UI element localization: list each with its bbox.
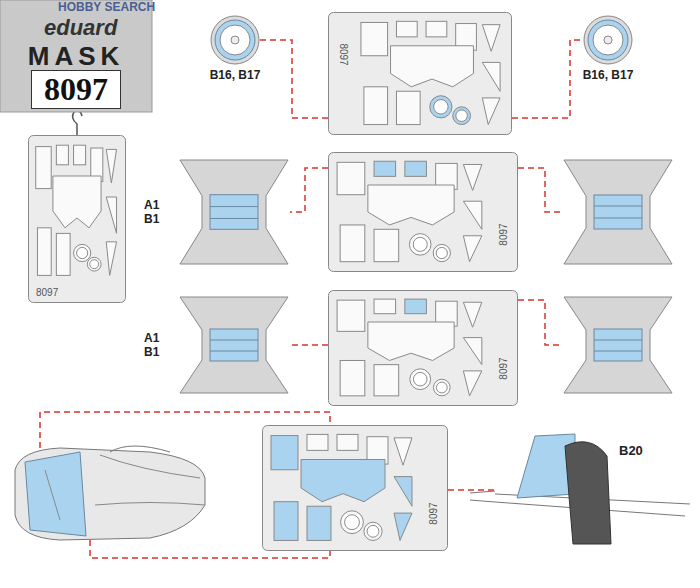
wheel-node: B16, B17 (583, 15, 633, 65)
sheet-node: 8097 (28, 135, 126, 303)
mask-shapes (271, 434, 412, 540)
hook (73, 111, 82, 135)
fuselage-drawing (15, 446, 205, 540)
kit-number: 8097 (31, 70, 121, 109)
sheet-node: 8097 (328, 290, 518, 406)
leader-line (512, 40, 583, 118)
sheet-node: 8097 (328, 12, 512, 135)
part-outline (178, 295, 290, 395)
kit-title: MASK (28, 42, 125, 71)
leader-line (290, 168, 328, 212)
part-number: A1 B1 (144, 198, 168, 227)
part-node: A1 B1 (178, 295, 290, 395)
sheet-number: 8097 (338, 43, 349, 65)
part-number: B16, B17 (210, 69, 261, 82)
part-number: A1 B1 (144, 331, 168, 360)
sheet-number: 8097 (498, 223, 509, 245)
watermark: HOBBY SEARCH (58, 1, 155, 14)
wheel-node: B16, B17 (210, 15, 260, 65)
wheel-outline (583, 15, 633, 65)
part-number: B16, B17 (583, 69, 634, 82)
sheet-number: 8097 (428, 502, 439, 524)
sheet-node: 8097 (262, 425, 448, 551)
mask-shapes (337, 299, 482, 396)
sheet-outline (328, 152, 518, 272)
tail-spine (470, 491, 495, 502)
sheet-outline (328, 12, 512, 135)
mask-shapes (361, 21, 500, 124)
mask-shapes (337, 161, 482, 261)
leader-line (448, 489, 495, 491)
tail-node: B20 (495, 432, 690, 552)
mask-shapes (36, 145, 117, 275)
sheet-outline (262, 425, 448, 551)
canopy-part (564, 160, 672, 393)
brand-logo: eduard (44, 16, 117, 40)
wheel-outline (210, 15, 260, 65)
tail-outline (495, 432, 690, 552)
part-number: B20 (619, 444, 643, 458)
sheet-node: 8097 (328, 152, 518, 272)
sheet-outline (328, 290, 518, 406)
sheet-number: 8097 (36, 287, 58, 298)
part-outline (178, 158, 290, 266)
sheet-number: 8097 (498, 357, 509, 379)
sheet-outline (28, 135, 126, 303)
leader-line (290, 344, 328, 346)
part-node: A1 B1 (178, 158, 290, 266)
leader-line (260, 40, 328, 118)
